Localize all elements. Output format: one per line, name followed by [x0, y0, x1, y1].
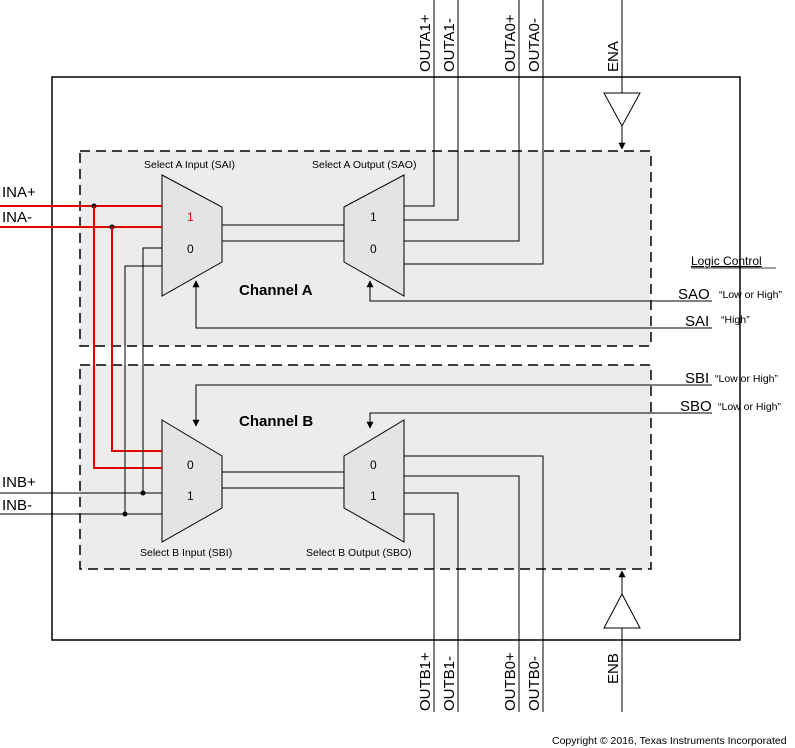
channel-a-output-port-1: 1: [370, 210, 377, 224]
outb1-neg-label: OUTB1-: [441, 656, 458, 711]
outb0-neg-label: OUTB0-: [526, 656, 543, 711]
channel-b-input-mux: [161, 419, 223, 543]
outa0-neg-label: OUTA0-: [526, 18, 543, 72]
outa0-pos-label: OUTA0+: [502, 14, 519, 72]
copyright-notice: Copyright © 2016, Texas Instruments Inco…: [552, 735, 787, 747]
outa1-pos-label: OUTA1+: [417, 14, 434, 72]
channel-a-title: Channel A: [239, 282, 313, 299]
channel-a-output-caption: Select A Output (SAO): [312, 159, 416, 171]
channel-b-input-caption: Select B Input (SBI): [140, 547, 232, 559]
sbi-signal-label: SBI: [685, 370, 709, 387]
outb0-pos-label: OUTB0+: [502, 652, 519, 711]
enb-label: ENB: [605, 653, 622, 684]
enb-buffer: [603, 592, 641, 629]
channel-a-output-mux: [343, 174, 405, 297]
sbi-signal-state: “Low or High”: [715, 373, 779, 385]
channel-a-input-port-0: 0: [187, 242, 194, 256]
sbo-signal-state: “Low or High”: [718, 401, 782, 413]
channel-a-input-caption: Select A Input (SAI): [144, 159, 235, 171]
channel-a-input-mux: [161, 174, 223, 297]
channel-b-output-port-0: 0: [370, 458, 377, 472]
outb1-pos-label: OUTB1+: [417, 652, 434, 711]
logic-control-title: Logic Control: [691, 254, 762, 268]
channel-b-output-mux: [343, 419, 405, 543]
sbo-signal-label: SBO: [680, 398, 712, 415]
sao-signal-state: “Low or High”: [719, 289, 783, 301]
sao-signal-label: SAO: [678, 286, 710, 303]
ina-pos-label: INA+: [2, 184, 36, 201]
inb-neg-label: INB-: [2, 497, 32, 514]
ena-buffer: [603, 92, 641, 128]
ena-label: ENA: [605, 41, 622, 72]
ina-neg-label: INA-: [2, 209, 32, 226]
channel-b-input-port-1: 1: [187, 489, 194, 503]
channel-a-input-port-1: 1: [187, 210, 194, 224]
channel-b-output-caption: Select B Output (SBO): [306, 547, 412, 559]
channel-b-input-port-0: 0: [187, 458, 194, 472]
inb-pos-label: INB+: [2, 474, 36, 491]
sai-signal-state: “High”: [721, 314, 750, 326]
outa1-neg-label: OUTA1-: [441, 18, 458, 72]
channel-a-output-port-0: 0: [370, 242, 377, 256]
channel-b-title: Channel B: [239, 413, 313, 430]
channel-b-output-port-1: 1: [370, 489, 377, 503]
sai-signal-label: SAI: [685, 313, 709, 330]
